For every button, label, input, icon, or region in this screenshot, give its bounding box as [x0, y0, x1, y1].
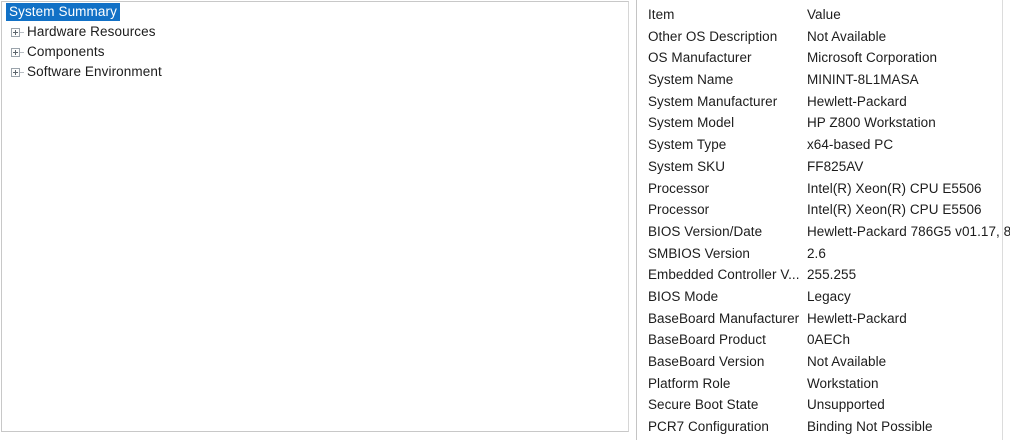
details-item-label: Platform Role — [648, 375, 731, 391]
details-item-label: Processor — [648, 180, 710, 196]
details-row[interactable]: System Type x64-based PC — [636, 134, 1010, 156]
details-item-value: Not Available — [807, 28, 887, 44]
tree-item-label: Software Environment — [27, 64, 162, 79]
details-item-label: System Model — [648, 115, 735, 131]
details-item-value: Hewlett-Packard — [807, 310, 907, 326]
details-item-value: Not Available — [807, 354, 887, 369]
details-item-label: System Type — [648, 137, 727, 153]
details-item-label: Secure Boot State — [648, 397, 759, 413]
details-row[interactable]: BIOS Mode Legacy — [636, 286, 1010, 308]
details-item-value: Legacy — [807, 288, 851, 304]
details-item-label: Other OS Description — [648, 28, 778, 44]
column-header-item: Item — [648, 7, 675, 22]
details-row[interactable]: Other OS Description Not Available — [636, 26, 1010, 48]
details-row[interactable]: System Model HP Z800 Workstation — [636, 112, 1010, 134]
details-item-label: OS Manufacturer — [648, 50, 752, 66]
details-item-label: PCR7 Configuration — [648, 419, 769, 435]
expander-plus-icon[interactable] — [5, 67, 27, 77]
expander-plus-icon[interactable] — [5, 47, 27, 57]
tree-item-label: Hardware Resources — [27, 24, 156, 39]
details-item-value: Unsupported — [807, 397, 885, 413]
details-item-label: SMBIOS Version — [648, 245, 750, 261]
tree-item-hardware-resources[interactable]: Hardware Resources — [2, 22, 628, 42]
details-row[interactable]: PCR7 Configuration Binding Not Possible — [636, 416, 1010, 438]
details-item-value: Hewlett-Packard — [807, 93, 907, 109]
details-item-value: Hewlett-Packard 786G5 v01.17, 8/ — [807, 223, 1010, 239]
details-item-value: 0AECh — [807, 332, 851, 348]
details-row[interactable]: BaseBoard Product 0AECh — [636, 329, 1010, 351]
tree-item-components[interactable]: Components — [2, 42, 628, 62]
details-item-value: 2.6 — [807, 245, 826, 261]
tree-item-software-environment[interactable]: Software Environment — [2, 62, 628, 82]
details-row[interactable]: BIOS Version/Date Hewlett-Packard 786G5 v… — [636, 221, 1010, 243]
details-item-label: BaseBoard Product — [648, 332, 766, 348]
system-info-tree-panel[interactable]: System Summary Hardware Resources Compon… — [1, 1, 629, 432]
details-item-value: Microsoft Corporation — [807, 50, 938, 66]
details-item-label: BIOS Mode — [648, 288, 719, 304]
details-row[interactable]: BaseBoard Version Not Available — [636, 351, 1010, 373]
details-item-value: Intel(R) Xeon(R) CPU E5506 — [807, 180, 982, 196]
details-item-label: BaseBoard Version — [648, 354, 765, 369]
details-row[interactable]: Embedded Controller V... 255.255 — [636, 264, 1010, 286]
details-item-value: Intel(R) Xeon(R) CPU E5506 — [807, 202, 982, 218]
details-row[interactable]: Platform Role Workstation — [636, 373, 1010, 395]
details-row[interactable]: System Manufacturer Hewlett-Packard — [636, 91, 1010, 113]
details-item-value: x64-based PC — [807, 137, 894, 153]
details-item-value: HP Z800 Workstation — [807, 115, 936, 131]
details-row[interactable]: Processor Intel(R) Xeon(R) CPU E5506 — [636, 199, 1010, 221]
column-header-value: Value — [807, 7, 841, 22]
details-row[interactable]: System SKU FF825AV — [636, 156, 1010, 178]
details-header-row: Item Value — [636, 4, 1010, 26]
details-row[interactable]: Secure Boot State Unsupported — [636, 394, 1010, 416]
details-item-label: BIOS Version/Date — [648, 223, 763, 239]
details-row[interactable]: Processor Intel(R) Xeon(R) CPU E5506 — [636, 178, 1010, 200]
details-row[interactable]: System Name MININT-8L1MASA — [636, 69, 1010, 91]
details-item-value: 255.255 — [807, 267, 857, 283]
details-item-value: Workstation — [807, 375, 879, 391]
details-item-value: Binding Not Possible — [807, 419, 933, 435]
details-item-label: BaseBoard Manufacturer — [648, 310, 800, 326]
details-item-label: System Manufacturer — [648, 93, 778, 109]
details-item-label: Embedded Controller V... — [648, 267, 800, 283]
details-row[interactable]: OS Manufacturer Microsoft Corporation — [636, 47, 1010, 69]
details-row[interactable]: BaseBoard Manufacturer Hewlett-Packard — [636, 308, 1010, 330]
details-item-value: MININT-8L1MASA — [807, 72, 919, 88]
tree-item-label: Components — [27, 44, 105, 59]
details-item-label: System SKU — [648, 158, 726, 174]
details-item-label: System Name — [648, 72, 734, 88]
tree-item-system-summary[interactable]: System Summary — [2, 2, 628, 22]
tree-item-label: System Summary — [6, 3, 120, 21]
details-item-label: Processor — [648, 202, 710, 218]
details-row[interactable]: SMBIOS Version 2.6 — [636, 243, 1010, 265]
expander-plus-icon[interactable] — [5, 27, 27, 37]
details-item-value: FF825AV — [807, 158, 864, 174]
